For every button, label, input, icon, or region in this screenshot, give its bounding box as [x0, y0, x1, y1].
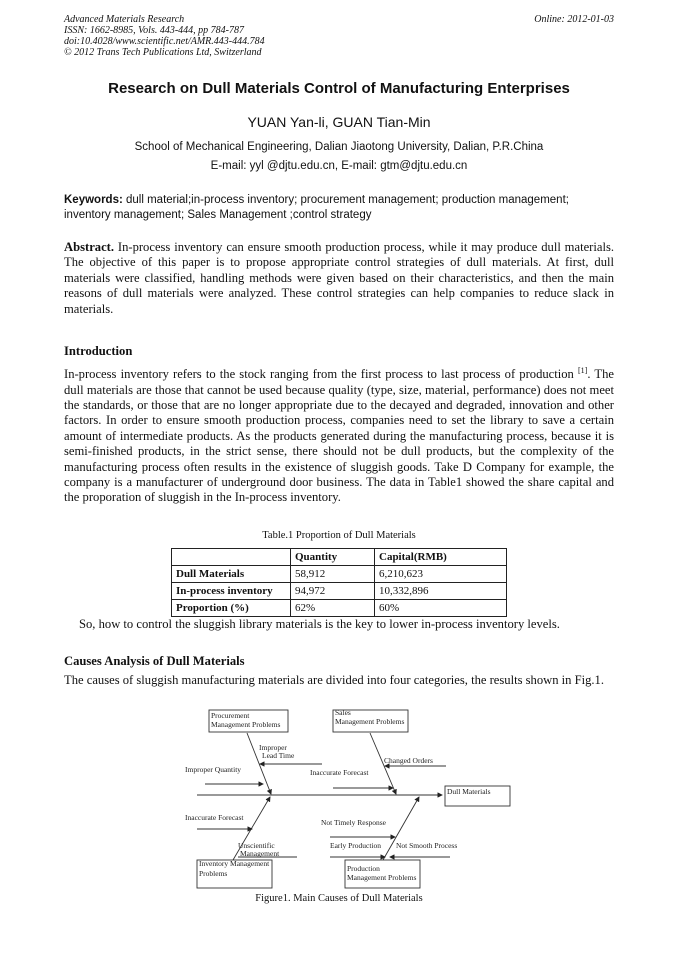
intro-paragraph: In-process inventory refers to the stock…	[64, 363, 614, 506]
intro-text: In-process inventory refers to the stock…	[64, 367, 579, 382]
keywords-label: Keywords:	[64, 194, 123, 206]
effect-label: Dull Materials	[447, 787, 491, 796]
abstract: Abstract. In-process inventory can ensur…	[64, 240, 614, 317]
sales-label-2: Management Problems	[335, 717, 404, 726]
header-cell: Capital(RMB)	[374, 548, 507, 566]
procurement-label: Procurement	[211, 711, 250, 720]
cell: 62%	[290, 599, 375, 617]
lead-time-label: Improper	[259, 743, 287, 752]
quantity-label: Improper Quantity	[185, 765, 241, 774]
early-label: Early Production	[330, 841, 381, 850]
intro-heading: Introduction	[64, 344, 133, 358]
copyright: © 2012 Trans Tech Publications Ltd, Swit…	[64, 47, 262, 58]
journal-header: Advanced Materials Research ISSN: 1662-8…	[64, 14, 265, 58]
inventory-label-2: Problems	[199, 869, 227, 878]
forecast-sales-label: Inaccurate Forecast	[310, 768, 369, 777]
online-date: Online: 2012-01-03	[534, 14, 614, 25]
production-bone	[382, 796, 420, 861]
fishbone-diagram: Procurement Management Problems Sales Ma…	[185, 708, 511, 889]
production-box	[344, 859, 421, 889]
causes-heading: Causes Analysis of Dull Materials	[64, 654, 245, 668]
production-label: Production	[347, 864, 380, 873]
header-cell	[171, 548, 291, 566]
causes-paragraph: The causes of sluggish manufacturing mat…	[64, 673, 605, 687]
procurement-bone	[246, 732, 272, 795]
sales-bone	[369, 732, 397, 795]
cell: 6,210,623	[374, 565, 507, 583]
row-label: Dull Materials	[171, 565, 291, 583]
sales-box	[332, 709, 409, 733]
affiliation-block: School of Mechanical Engineering, Dalian…	[0, 138, 678, 176]
unscientific-label-2: Management	[240, 849, 280, 858]
abstract-text: In-process inventory can ensure smooth p…	[64, 240, 614, 316]
changed-orders-label: Changed Orders	[384, 756, 433, 765]
keywords-text: dull material;in-process inventory; proc…	[64, 194, 569, 221]
header-cell: Quantity	[290, 548, 375, 566]
production-label-2: Management Problems	[347, 873, 416, 882]
cell: 10,332,896	[374, 582, 507, 600]
procurement-label-2: Management Problems	[211, 720, 280, 729]
affiliation: School of Mechanical Engineering, Dalian…	[134, 141, 544, 153]
intro-text-2: . The dull materials are those that cann…	[64, 367, 614, 505]
authors: YUAN Yan-li, GUAN Tian-Min	[247, 114, 431, 130]
citation: [1]	[578, 366, 588, 375]
inventory-box	[196, 859, 273, 889]
cell: 94,972	[290, 582, 375, 600]
timely-label: Not Timely Response	[321, 818, 387, 827]
row-label: In-process inventory	[171, 582, 291, 600]
unscientific-label: Unscientific	[238, 841, 275, 850]
issn: ISSN: 1662-8985, Vols. 443-444, pp 784-7…	[64, 25, 244, 36]
table-row: Proportion (%)62%60%	[171, 599, 507, 617]
email: E-mail: yyl @djtu.edu.cn, E-mail: gtm@dj…	[210, 160, 468, 172]
procurement-box	[208, 709, 289, 733]
paper-title: Research on Dull Materials Control of Ma…	[108, 80, 570, 97]
sales-label: Sales	[335, 708, 351, 717]
lead-time-label-2: Lead Time	[262, 751, 295, 760]
abstract-label: Abstract.	[64, 240, 115, 254]
forecast-inv-label: Inaccurate Forecast	[185, 813, 244, 822]
intro-paragraph-2: So, how to control the sluggish library …	[79, 617, 560, 631]
dull-materials-box	[444, 785, 511, 807]
row-label: Proportion (%)	[171, 599, 291, 617]
doi: doi:10.4028/www.scientific.net/AMR.443-4…	[64, 36, 265, 47]
smooth-label: Not Smooth Process	[396, 841, 457, 850]
journal-name: Advanced Materials Research	[64, 14, 185, 25]
cell: 58,912	[290, 565, 375, 583]
inventory-label: Inventory Management	[199, 859, 270, 868]
table-caption: Table.1 Proportion of Dull Materials	[262, 530, 416, 541]
figure-caption: Figure1. Main Causes of Dull Materials	[255, 893, 423, 904]
keywords: Keywords: dull material;in-process inven…	[64, 193, 616, 223]
cell: 60%	[374, 599, 507, 617]
